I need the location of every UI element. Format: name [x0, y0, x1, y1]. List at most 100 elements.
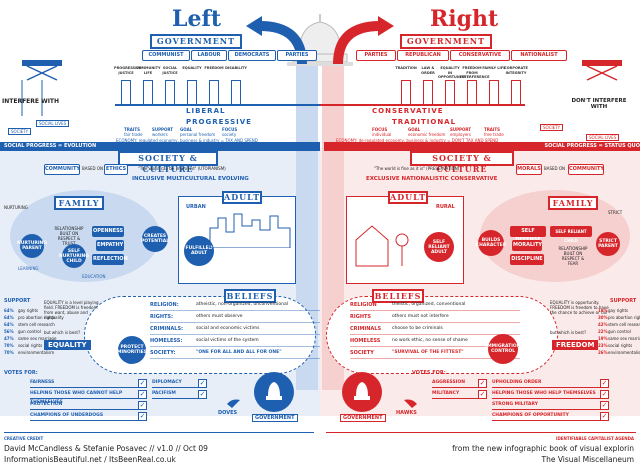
left-traits-value: fair trade — [124, 132, 143, 137]
nurturing-parent-node: NURTURING PARENT — [17, 234, 47, 258]
traits-key: TRAITS — [124, 127, 141, 132]
left-support-value: workers — [152, 132, 168, 137]
left-family-header: FAMILY — [54, 196, 104, 210]
pillar-label-left-pillars-3: EQUALITY — [182, 66, 202, 70]
checkbox-icon: ✓ — [138, 401, 147, 410]
support-key: SUPPORT — [152, 127, 174, 132]
equality-badge: EQUALITY — [44, 340, 91, 350]
support-pct-left-support-1: 64% — [4, 315, 14, 320]
empathy-tag: EMPATHY — [96, 240, 124, 251]
belief-value-left-beliefs-4: "ONE FOR ALL AND ALL FOR ONE" — [196, 350, 282, 355]
right-adult-header: ADULT — [388, 191, 428, 204]
right-social-lives-tag: SOCIAL LIVES — [586, 134, 620, 141]
pillar-right-pillars-0 — [401, 80, 411, 106]
vote-item-left-votes1-0: FAIRNESS — [30, 378, 146, 388]
builds-character-node: BUILDS CHARACTER — [476, 230, 506, 256]
vote-item-left-votes2-0: DIPLOMACY — [152, 378, 206, 388]
right-arrow-icon — [333, 16, 394, 65]
support-pct-left-support-4: 47% — [4, 336, 14, 341]
pillar-label-left-pillars-5: DISABILITY — [225, 66, 247, 70]
traditional-label: TRADITIONAL — [392, 118, 457, 126]
self-reliant-child-tag: SELF RELIANT CHILD — [550, 226, 592, 243]
support-item-left-support-6: environmentalism — [18, 350, 55, 355]
right-puppet-icon — [582, 60, 622, 81]
checkbox-icon: ✓ — [600, 412, 609, 421]
footer-right-line1: from the new infographic book of visual … — [452, 444, 634, 453]
goal-key: GOAL — [180, 127, 193, 132]
right-society-header: SOCIETY & CULTURE — [410, 151, 514, 174]
self-reliant-adult-node: SELF RELIANT ADULT — [424, 232, 454, 262]
belief-key-left-beliefs-1: RIGHTS: — [150, 314, 174, 320]
left-society-tag: SOCIETY — [8, 128, 32, 135]
pillar-label-right-pillars-5: CORPORATE INTEGRITY — [504, 66, 528, 75]
belief-value-right-beliefs-2: choose to be criminals — [392, 326, 443, 331]
belief-rule-left-beliefs-3 — [150, 346, 320, 347]
belief-key-right-beliefs-1: RIGHTS — [350, 314, 372, 320]
pillar-left-pillars-0 — [121, 80, 131, 106]
morality-tag: MORALITY — [512, 240, 542, 251]
vote-item-left-votes1-1: HELPING THOSE WHO CANNOT HELP THEMSELVES — [30, 389, 146, 405]
left-goal-value: personal freedom — [180, 132, 216, 137]
relationship-left: RELATIONSHIP BUILT ON RESPECT & TRUST — [54, 226, 84, 246]
left-society-header: SOCIETY & CULTURE — [118, 151, 218, 174]
belief-rule-left-beliefs-1 — [150, 322, 320, 323]
right-traits-key: TRAITS — [484, 127, 501, 132]
right-votes-label: VOTES FOR: — [412, 370, 446, 376]
support-item-left-support-3: gun control — [18, 329, 41, 334]
belief-rule-right-beliefs-1 — [350, 322, 520, 323]
vote-item-right-votes1-1: MILITANCY — [432, 389, 486, 399]
support-item-right-support-5: social rights — [608, 343, 633, 348]
support-pct-right-support-1: 30% — [598, 315, 608, 320]
right-support-label: SUPPORT — [610, 298, 637, 304]
right-support-key: SUPPORT — [450, 127, 472, 132]
belief-rule-left-beliefs-2 — [150, 334, 320, 335]
pillar-label-left-pillars-4: FREEDOM — [204, 66, 224, 70]
creates-potential-node: CREATES POTENTIAL — [141, 226, 169, 252]
vote-item-right-votes1-0: AGGRESSION — [432, 378, 486, 388]
temple-base-right — [320, 104, 525, 106]
self-nurturing-child-node: SELF NURTURING CHILD — [59, 244, 89, 268]
pillar-label-right-pillars-2: EQUALITY IN OPPORTUNITY — [438, 66, 467, 79]
hawks-label: HAWKS — [396, 410, 417, 416]
left-capitol-icon — [266, 382, 282, 400]
belief-value-right-beliefs-4: "SURVIVAL OF THE FITTEST" — [392, 350, 464, 355]
rural-house-icon — [355, 225, 409, 267]
left-quote: "The world can be improved" (UTOPIANISM) — [138, 166, 226, 171]
right-government-label: GOVERNMENT — [400, 34, 492, 49]
reflection-tag: REFLECTION — [92, 254, 128, 265]
belief-rule-left-beliefs-0 — [150, 310, 320, 311]
right-capitol-icon — [354, 382, 370, 400]
city-skyline-icon — [209, 213, 291, 248]
doves-label: DOVES — [218, 410, 238, 416]
party-right-3: NATIONALIST — [511, 50, 567, 61]
belief-value-left-beliefs-2: social and economic victims — [196, 326, 260, 331]
party-right-2: CONSERVATIVE — [450, 50, 510, 61]
pillar-label-right-pillars-3: FREEDOM FROM INTERFERENCE — [460, 66, 490, 79]
pillar-right-pillars-3 — [467, 80, 477, 106]
support-pct-right-support-5: 23% — [598, 343, 608, 348]
strict-label: STRICT — [608, 210, 623, 215]
pillar-label-right-pillars-4: FAMILY LIFE — [482, 66, 506, 70]
left-gov-label: GOVERNMENT — [252, 414, 298, 422]
vote-item-left-votes1-3: CHAMPIONS OF UNDERDOGS — [30, 411, 146, 421]
pillar-right-pillars-5 — [511, 80, 521, 106]
footer-divider-left — [4, 432, 314, 433]
pillar-label-right-pillars-1: LAW & ORDER — [421, 66, 435, 75]
left-title: Left — [172, 6, 222, 32]
pillar-label-right-pillars-0: TRADITION — [395, 66, 417, 70]
right-title: Right — [430, 6, 499, 32]
interfere-with-label: INTERFERE WITH — [2, 98, 60, 105]
vote-item-right-votes2-1: HELPING THOSE WHO HELP THEMSELVES — [492, 389, 608, 399]
pillar-label-left-pillars-1: COMMUNITY LIFE — [136, 66, 161, 75]
left-focus-value: society — [222, 132, 237, 137]
footer-right-line2: The Visual Miscellaneum — [541, 455, 635, 464]
footer-sites[interactable]: InformationisBeautiful.net / ItsBeenReal… — [4, 455, 176, 464]
community-right: COMMUNITY — [568, 164, 604, 175]
left-beliefs-header: BELIEFS — [224, 289, 276, 303]
right-beliefs-header: BELIEFS — [372, 289, 424, 303]
belief-value-left-beliefs-0: atheistic, non-organized, unconventional — [196, 302, 289, 307]
support-pct-right-support-0: 19% — [598, 308, 608, 313]
belief-key-left-beliefs-4: SOCIETY: — [150, 350, 176, 356]
self-defense-tag: SELF DEFENSE — [510, 226, 546, 243]
hawk-icon — [404, 399, 417, 408]
